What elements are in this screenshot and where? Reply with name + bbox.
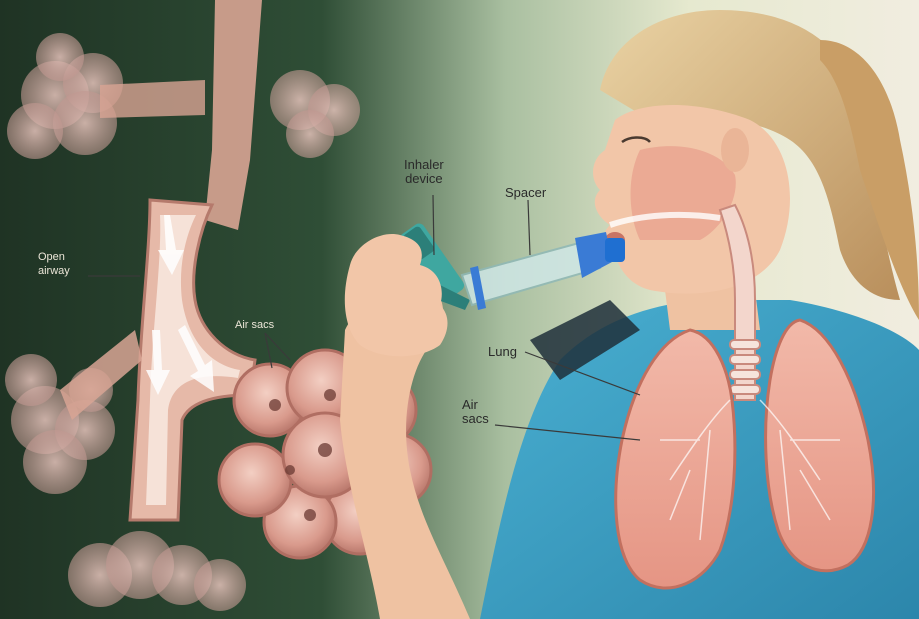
label-inhaler-device: Inhaler device <box>404 158 444 186</box>
label-lung: Lung <box>488 345 517 359</box>
label-air-sacs-right: Air sacs <box>462 398 489 426</box>
label-spacer: Spacer <box>505 186 546 200</box>
label-air-sacs-left: Air sacs <box>235 318 274 332</box>
label-open-airway: Open airway <box>38 250 70 278</box>
